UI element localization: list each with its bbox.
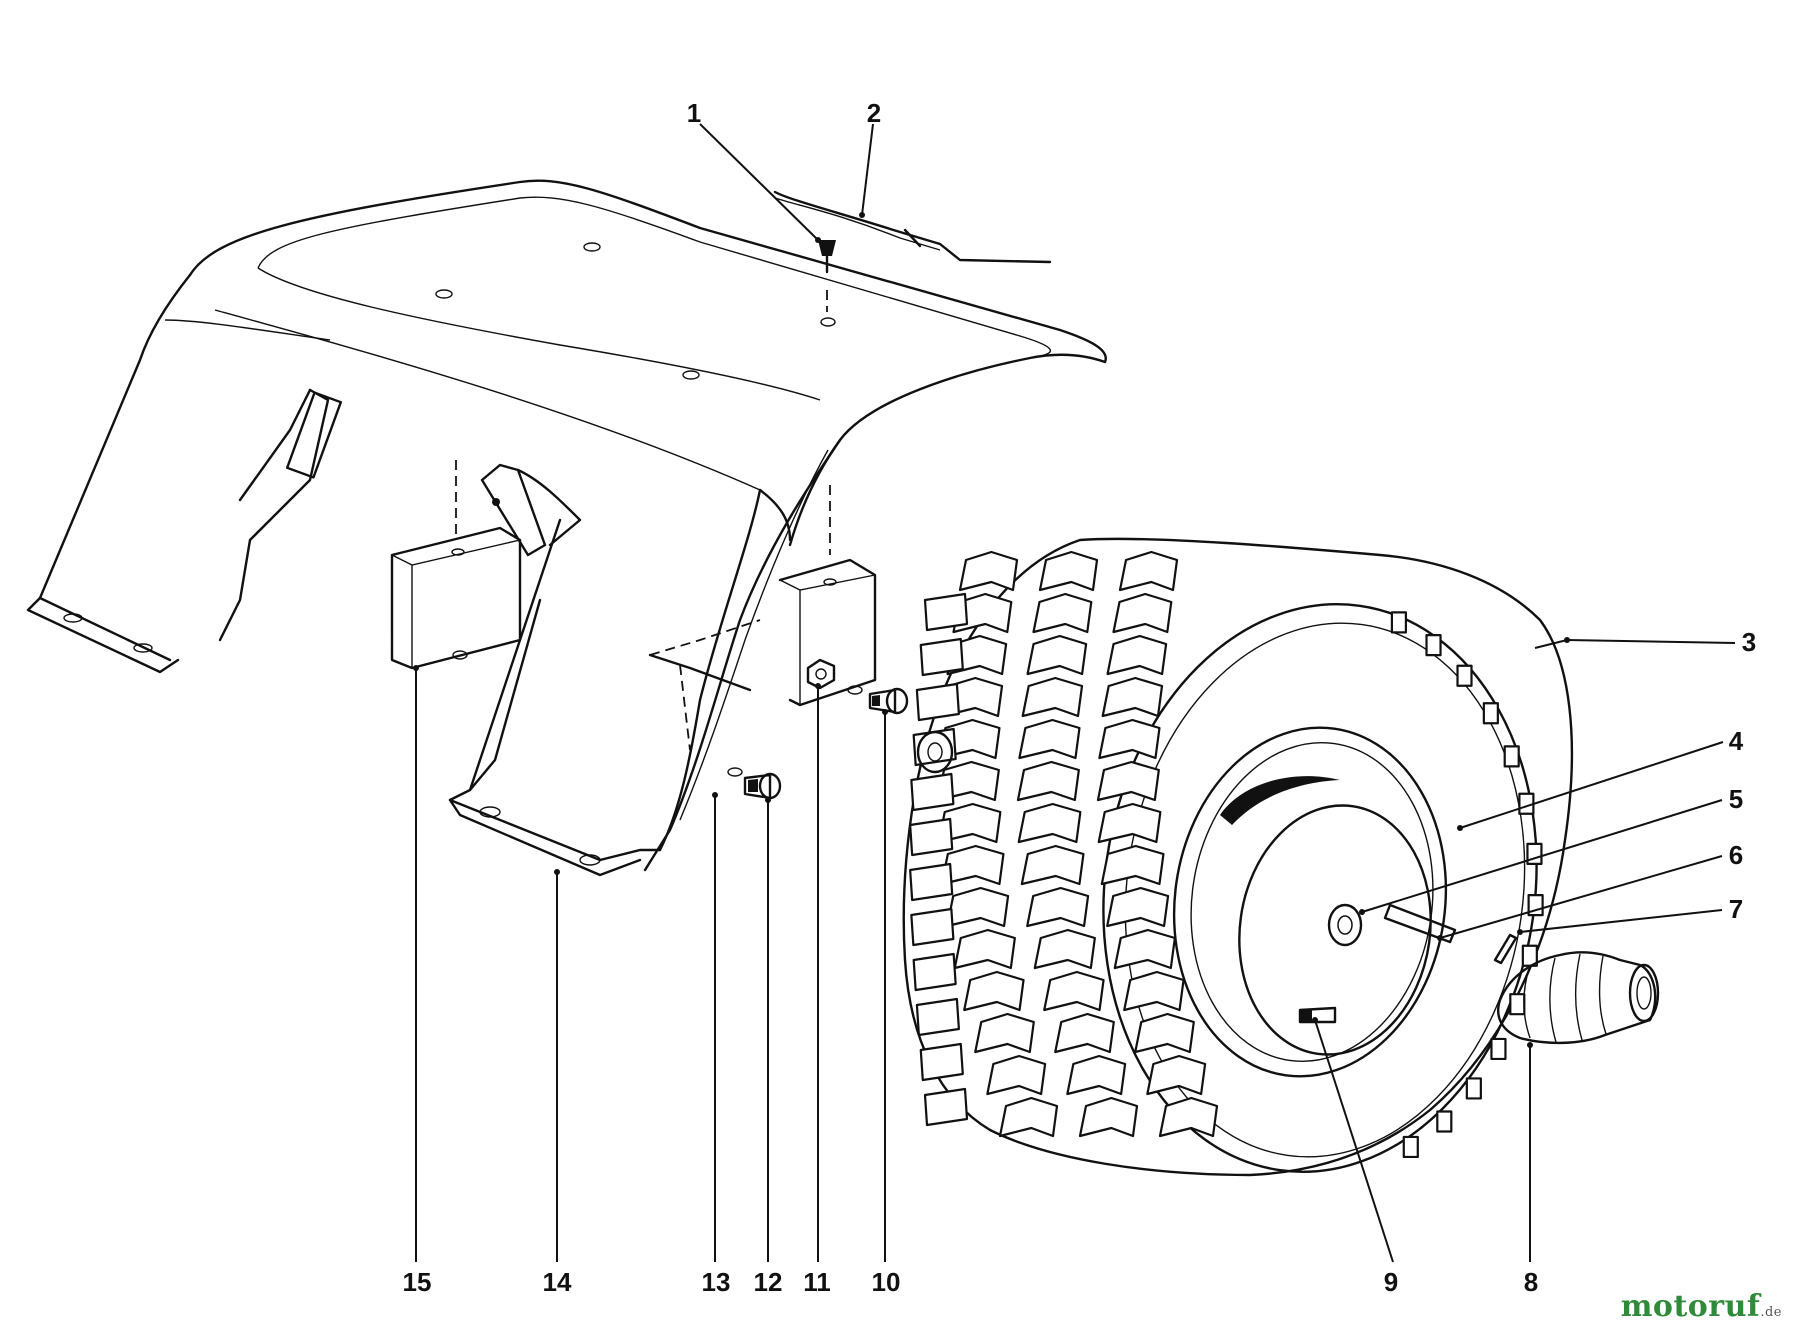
part-label-1: 1 [687,98,701,128]
nut-part-11 [806,658,836,690]
edge-lug [1390,611,1408,634]
edge-lug [1503,745,1520,768]
edge-lug [1425,634,1442,657]
shoulder-lug [909,862,954,902]
part-label-8: 8 [1524,1267,1538,1297]
watermark-name: motoruf [1620,1289,1761,1324]
tread-block [1032,592,1093,634]
tread-block [940,844,1005,886]
tread-block [1106,886,1170,928]
tread-block [1096,760,1160,802]
tread-block [1118,550,1179,592]
tread-block [1054,1012,1115,1054]
tread-block [1033,928,1096,970]
edge-lug [1402,1135,1419,1159]
tread-block [1113,928,1176,970]
tread-block [986,1054,1047,1096]
edge-lug [1436,1110,1453,1133]
bolt-part-12 [743,772,782,800]
edge-lug [1482,702,1499,725]
tread-block [998,1096,1059,1138]
tread-block [974,1012,1035,1054]
tread-block [1038,550,1099,592]
tread-block [953,928,1016,970]
tread-block [1134,1012,1195,1054]
bolt-part-10 [868,687,909,715]
tread-block [1098,718,1161,760]
watermark-logo: motoruf.de [1621,1289,1782,1324]
part-label-2: 2 [867,98,881,128]
part-label-3: 3 [1742,627,1756,657]
shoulder-lug [910,772,955,812]
tread-block [937,802,1002,844]
tread-block [958,550,1019,592]
tread-block [1016,760,1080,802]
bolt-part-9 [1298,1006,1337,1024]
edge-lug [1509,993,1526,1016]
tread-block [1021,676,1084,718]
part-label-12: 12 [754,1267,783,1297]
shoulder-lug [909,817,954,857]
watermark-tld: .de [1760,1305,1782,1320]
edge-lug [1456,664,1473,687]
tread-block [963,970,1025,1012]
pin-part-7 [1493,933,1518,965]
washer-loose [916,730,954,774]
part-label-15: 15 [403,1267,432,1297]
shoulder-lug [915,682,960,722]
fender [26,179,1107,877]
tread-block [1123,970,1185,1012]
shoulder-lug [919,637,964,677]
part-label-6: 6 [1729,840,1743,870]
tread-block [1112,592,1173,634]
tread-blocks [909,550,1544,1159]
tread-block [1097,802,1162,844]
edge-lug [1465,1077,1482,1100]
shoulder-lug [923,592,969,632]
tire-part-3 [902,537,1574,1177]
tread-block [1078,1096,1139,1138]
boot-part-8 [1497,951,1660,1045]
key-part-6 [1383,903,1457,944]
rod-part-2 [773,190,1052,264]
part-label-13: 13 [702,1267,731,1297]
tread-block [1101,676,1164,718]
part-label-4: 4 [1729,726,1744,756]
edge-lug [1490,1037,1507,1061]
tread-block [1158,1096,1219,1138]
rim-part-4 [1172,726,1448,1078]
shoulder-lug [919,1042,964,1082]
shoulder-lug [910,907,955,947]
part-label-7: 7 [1729,894,1743,924]
screw-part-1 [818,240,836,312]
shoulder-lug [912,952,957,992]
part-label-10: 10 [872,1267,901,1297]
tread-block [1146,1054,1207,1096]
tread-block [1100,844,1165,886]
tread-block [1020,844,1085,886]
shoulder-lug [915,997,960,1037]
part-labels: 1 2 3 4 5 6 7 8 9 10 11 12 13 14 15 [403,98,1757,1297]
tread-block [1106,634,1168,676]
part-label-14: 14 [543,1267,572,1297]
tread-block [1043,970,1105,1012]
part-label-11: 11 [803,1267,831,1297]
leader-lines [413,123,1736,1263]
tread-block [946,886,1010,928]
washer-part-5 [1327,903,1363,947]
part-label-9: 9 [1384,1267,1398,1297]
tread-block [1066,1054,1127,1096]
shoulder-lug [923,1087,969,1127]
tread-block [1017,802,1082,844]
part-label-5: 5 [1729,784,1743,814]
tread-block [1018,718,1081,760]
tread-block [1026,634,1088,676]
tread-block [1026,886,1090,928]
